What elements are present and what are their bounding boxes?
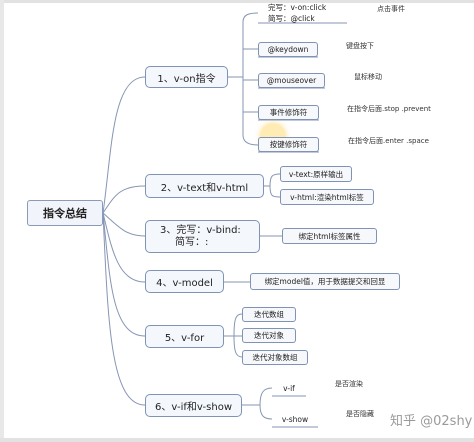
note-click-event: 点击事件 (377, 5, 405, 13)
branch-v-text-v-html[interactable]: 2、v-text和v-html (145, 174, 264, 198)
branch-v-on[interactable]: 1、v-on指令 (145, 66, 228, 88)
link-b5-i3 (233, 335, 243, 358)
leaf-line: 简写：@click (268, 14, 315, 23)
leaf-label: v-if (283, 384, 295, 393)
leaf-label: v-html:渲染html标签 (290, 192, 364, 202)
leaf-label: v-text:原样输出 (288, 169, 344, 179)
window-frame-bottom (0, 438, 474, 442)
leaf-label: 事件修饰符 (269, 108, 308, 117)
link-root-b5 (102, 212, 146, 337)
leaf-keydown[interactable]: @keydown (258, 42, 318, 57)
link-b6-i2 (259, 404, 273, 420)
leaf-event-modifier[interactable]: 事件修饰符 (258, 105, 319, 120)
leaf-label: 按键修饰符 (269, 140, 308, 149)
branch-line: 简写：: (175, 236, 209, 248)
leaf-iterate-object-array[interactable]: 迭代对象数组 (242, 350, 308, 365)
branch-line: 3、完写：v-bind: (160, 224, 241, 236)
branch-v-model[interactable]: 4、v-model (145, 270, 224, 293)
link-root-b6 (102, 212, 146, 406)
leaf-label: v-show (281, 415, 309, 424)
branch-v-for[interactable]: 5、v-for (145, 325, 224, 348)
note-key-modifier: 在指令后面.enter .space (348, 137, 429, 145)
root-label: 指令总结 (43, 207, 87, 220)
branch-label: 5、v-for (164, 333, 205, 344)
branch-label: 6、v-if和v-show (154, 402, 233, 413)
note-v-show: 是否隐藏 (346, 410, 374, 418)
note-keydown: 键盘按下 (346, 42, 374, 50)
branch-v-if-v-show[interactable]: 6、v-if和v-show (145, 394, 242, 417)
leaf-mouseover[interactable]: @mouseover (258, 73, 325, 88)
link-b6-i1 (259, 387, 273, 406)
leaf-v-model-desc[interactable]: 绑定model值，用于数据提交和回显 (250, 273, 400, 290)
leaf-v-text[interactable]: v-text:原样输出 (280, 166, 352, 182)
link-b2-i2 (269, 185, 281, 198)
branch-v-bind[interactable]: 3、完写：v-bind: 简写：: (145, 220, 260, 253)
link-root-b3 (102, 212, 146, 237)
branch-label: 2、v-text和v-html (160, 182, 249, 194)
note-event-modifier: 在指令后面.stop .prevent (347, 105, 431, 113)
leaf-bind-attr[interactable]: 绑定html标签属性 (282, 228, 377, 244)
leaf-line: 完写：v-on:click (268, 3, 327, 12)
leaf-v-on-click[interactable]: 完写：v-on:click 简写：@click (258, 2, 347, 24)
link-root-b2 (102, 185, 146, 214)
leaf-key-modifier[interactable]: 按键修饰符 (258, 137, 319, 152)
leaf-label: 迭代数组 (254, 310, 284, 319)
window-frame-left (0, 0, 4, 442)
branch-label: 4、v-model (156, 278, 213, 289)
leaf-iterate-array[interactable]: 迭代数组 (242, 307, 296, 322)
link-root-b4 (102, 212, 146, 283)
leaf-iterate-object[interactable]: 迭代对象 (242, 328, 296, 343)
leaf-label: 迭代对象数组 (252, 353, 298, 362)
leaf-label: 迭代对象 (254, 331, 284, 340)
link-b2-i1 (269, 173, 281, 187)
watermark-text: 知乎 @02shy (390, 414, 473, 429)
leaf-v-show[interactable]: v-show (272, 412, 318, 427)
leaf-label: @keydown (267, 45, 309, 54)
leaf-label: @mouseover (266, 76, 317, 85)
leaf-v-if[interactable]: v-if (272, 381, 306, 396)
leaf-label: 绑定html标签属性 (298, 231, 361, 241)
root-node[interactable]: 指令总结 (27, 200, 103, 226)
link-b5-i1 (233, 313, 243, 337)
note-mouseover: 鼠标移动 (354, 73, 382, 81)
leaf-label: 绑定model值，用于数据提交和回显 (264, 277, 386, 286)
link-root-b1 (102, 76, 146, 214)
link-b1-i5 (242, 134, 259, 146)
window-frame-top (0, 0, 474, 3)
leaf-v-html[interactable]: v-html:渲染html标签 (280, 189, 374, 205)
branch-label: 1、v-on指令 (157, 73, 216, 85)
note-v-if: 是否渲染 (335, 380, 363, 388)
link-b1-i1 (242, 12, 259, 23)
